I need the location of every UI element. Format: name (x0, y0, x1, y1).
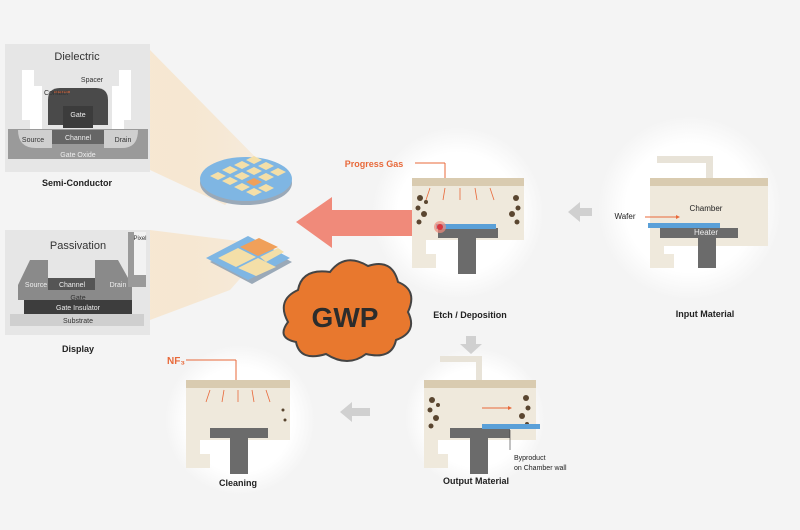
cleaning-chamber (186, 359, 290, 474)
display-pixel-label: Pixel (133, 236, 146, 242)
display-panel (5, 230, 150, 335)
wafer-disc (200, 156, 292, 205)
arrow-output-to-cleaning (340, 402, 370, 422)
gwp-cloud (282, 259, 413, 362)
display-gate-insulator-label: Gate Insulator (56, 305, 101, 312)
semiconductor-panel (5, 44, 150, 172)
semiconductor-gate-label: Gate (70, 112, 85, 119)
semiconductor-contact-label: Contact (44, 90, 68, 97)
input-heater-label: Heater (694, 228, 718, 237)
semiconductor-gate-oxide-label: Gate Oxide (60, 152, 96, 159)
semiconductor-channel-label: Channel (65, 135, 92, 142)
etch-chamber (412, 162, 524, 274)
byproduct-label-line2: on Chamber wall (514, 465, 567, 472)
input-caption: Input Material (676, 309, 735, 319)
arrow-input-to-etch (568, 202, 592, 222)
output-chamber (424, 356, 540, 474)
etch-caption: Etch / Deposition (433, 310, 507, 320)
etch-gas-label: Progress Gas (345, 159, 404, 169)
input-chamber-label: Chamber (690, 204, 723, 213)
output-caption: Output Material (443, 476, 509, 486)
semiconductor-spacer-label: Spacer (81, 77, 104, 84)
gwp-label: GWP (312, 302, 379, 333)
display-source-label: Source (25, 282, 47, 289)
display-gate-label: Gate (70, 295, 85, 302)
cleaning-caption: Cleaning (219, 478, 257, 488)
semiconductor-drain-label: Drain (115, 137, 132, 144)
byproduct-label-line1: Byproduct (514, 455, 546, 462)
input-chamber (645, 156, 768, 268)
semiconductor-caption: Semi-Conductor (42, 178, 112, 188)
semiconductor-title: Dielectric (54, 51, 100, 63)
display-tile (206, 236, 292, 284)
transfer-arrow (296, 197, 414, 248)
arrow-etch-to-output (460, 336, 482, 354)
display-channel-label: Channel (59, 282, 86, 289)
semiconductor-source-label: Source (22, 137, 44, 144)
input-wafer-label: Wafer (614, 212, 635, 221)
display-caption: Display (62, 344, 94, 354)
display-title: Passivation (50, 240, 106, 252)
display-substrate-label: Substrate (63, 318, 93, 325)
display-drain-label: Drain (110, 282, 127, 289)
cleaning-gas-label: NF₃ (167, 356, 185, 367)
